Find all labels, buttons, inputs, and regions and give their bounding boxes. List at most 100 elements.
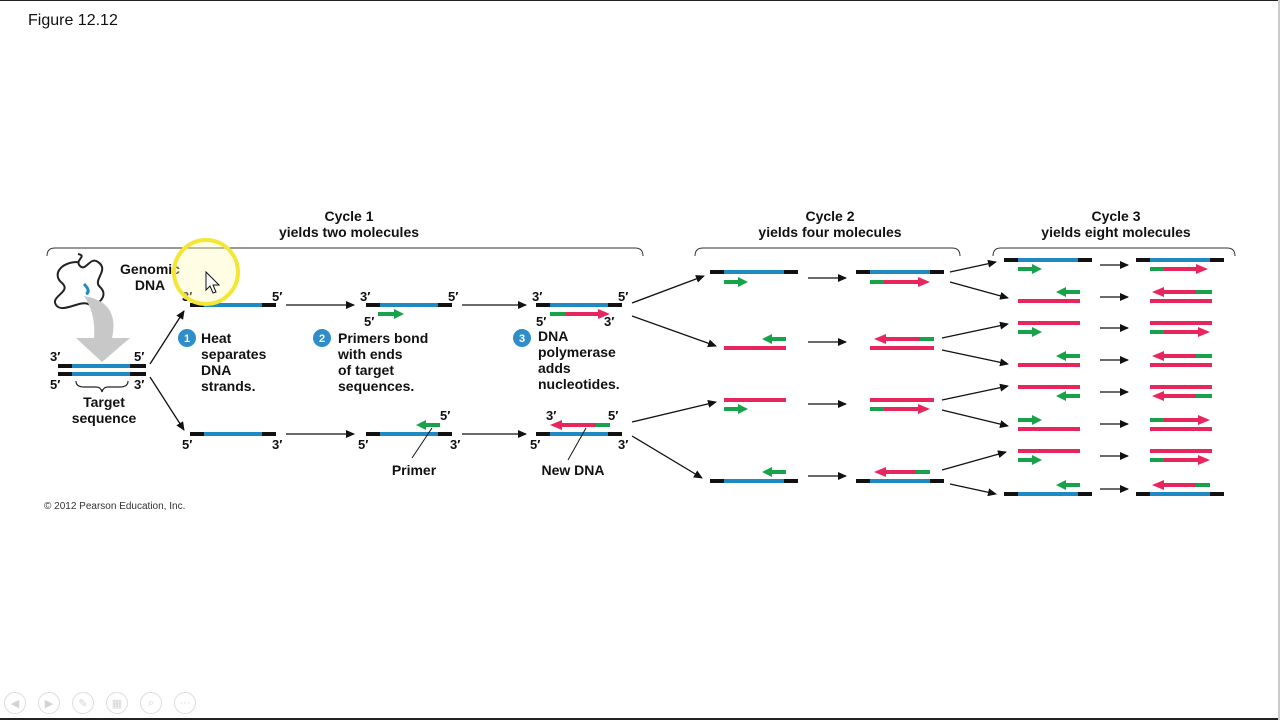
step-2-callout: 2 Primers bond with ends of target seque… xyxy=(313,329,428,394)
slideshow-toolbar: ◀ ▶ ✎ ▦ ⌕ ··· xyxy=(4,692,196,716)
target-label-line1: Target xyxy=(83,394,125,410)
step-1-line: DNA xyxy=(201,362,231,378)
end-label: 3′ xyxy=(450,437,460,452)
primer-label: Primer xyxy=(392,462,437,478)
step-1-line: strands. xyxy=(201,378,255,394)
frame-top-border xyxy=(0,0,1280,1)
cycle-1-heading: Cycle 1 yields two molecules xyxy=(279,208,419,240)
cycle3-product xyxy=(1150,385,1212,401)
zoom-arrow-icon xyxy=(76,296,130,362)
cycle2-product xyxy=(856,270,944,287)
flow-arrow xyxy=(949,483,997,497)
genomic-label-line1: Genomic xyxy=(120,261,180,277)
end-label: 5′ xyxy=(536,314,546,329)
target-brace xyxy=(75,380,129,393)
cycle3-molecule xyxy=(1018,287,1080,303)
cycle3-molecule xyxy=(1018,415,1080,431)
step-3-line: polymerase xyxy=(538,344,616,360)
step-1-line: separates xyxy=(201,346,267,362)
primer-pointer xyxy=(411,427,433,459)
more-options-button[interactable]: ··· xyxy=(174,692,196,714)
cycle2-molecule xyxy=(710,467,798,483)
cycle2-product xyxy=(870,398,934,414)
step-2-line: of target xyxy=(338,362,394,378)
frame-right-border xyxy=(1278,0,1280,720)
flow-arrow xyxy=(149,376,185,431)
step-2-line: Primers bond xyxy=(338,330,428,346)
end-label: 5′ xyxy=(530,437,540,452)
target-label-line2: sequence xyxy=(72,410,137,426)
step-1-number: 1 xyxy=(184,333,190,345)
cycle2-product xyxy=(870,334,934,350)
genomic-label-line2: DNA xyxy=(135,277,165,293)
end-label: 5′ xyxy=(272,289,282,304)
cycle-3-subtitle: yields eight molecules xyxy=(1041,224,1191,240)
cycle2-product xyxy=(856,467,944,483)
flow-arrow xyxy=(949,281,1009,300)
end-label: 3′ xyxy=(532,289,542,304)
step-3-callout: 3 DNA polymerase adds nucleotides. xyxy=(513,328,620,392)
flow-arrow xyxy=(941,383,1009,401)
frame-bottom-border xyxy=(0,718,1280,720)
flow-arrow xyxy=(631,275,705,304)
end-label: 3′ xyxy=(546,408,556,423)
step-2-line: with ends xyxy=(337,346,403,362)
flow-arrow xyxy=(941,450,1007,471)
cycle3-molecule xyxy=(1018,385,1080,401)
previous-slide-button[interactable]: ◀ xyxy=(4,692,26,714)
end-label: 5′ xyxy=(50,377,60,392)
cycle-2-subtitle: yields four molecules xyxy=(758,224,901,240)
cycle3-product xyxy=(1150,321,1212,337)
end-label: 5′ xyxy=(134,349,144,364)
end-label: 3′ xyxy=(360,289,370,304)
step-1-callout: 1 Heat separates DNA strands. xyxy=(178,329,267,394)
end-label: 3′ xyxy=(50,349,60,364)
step-3-number: 3 xyxy=(519,333,525,345)
end-label: 5′ xyxy=(440,408,450,423)
cycle3-molecule xyxy=(1018,449,1080,465)
new-dna-pointer xyxy=(567,427,587,461)
step2-top-strand xyxy=(366,303,452,319)
step-2-number: 2 xyxy=(319,333,325,345)
new-dna-label: New DNA xyxy=(541,462,604,478)
step-3-line: nucleotides. xyxy=(538,376,620,392)
flow-arrow xyxy=(941,349,1009,367)
step-3-line: DNA xyxy=(538,328,568,344)
step-1-line: Heat xyxy=(201,330,232,346)
flow-arrow xyxy=(631,315,717,348)
flow-arrow xyxy=(631,435,703,479)
cycle3-product xyxy=(1150,449,1212,465)
see-all-slides-button[interactable]: ▦ xyxy=(106,692,128,714)
cycle3-molecule xyxy=(1018,321,1080,337)
end-label: 3′ xyxy=(618,437,628,452)
end-label: 5′ xyxy=(182,437,192,452)
step3-top-strand xyxy=(536,303,622,319)
cycle-3-heading: Cycle 3 yields eight molecules xyxy=(1041,208,1191,240)
end-label: 5′ xyxy=(448,289,458,304)
figure-label: Figure 12.12 xyxy=(28,12,118,29)
cycle2-molecule xyxy=(724,398,786,414)
flow-arrow xyxy=(149,310,185,365)
cycle-2-title: Cycle 2 xyxy=(805,208,854,224)
cycle2-molecule xyxy=(724,334,786,350)
cycle3-product xyxy=(1136,258,1224,274)
flow-arrow xyxy=(941,409,1009,429)
cycle-3-title: Cycle 3 xyxy=(1091,208,1140,224)
next-slide-button[interactable]: ▶ xyxy=(38,692,60,714)
cycle3-product xyxy=(1150,351,1212,367)
genomic-dna-icon xyxy=(53,253,105,310)
cycle3-product xyxy=(1150,415,1212,431)
step3-bottom-strand xyxy=(536,420,622,436)
flow-arrow xyxy=(941,321,1009,339)
end-label: 3′ xyxy=(272,437,282,452)
flow-arrow xyxy=(631,399,717,423)
step-2-line: sequences. xyxy=(338,378,414,394)
end-label: 5′ xyxy=(608,408,618,423)
cycle-3-bracket xyxy=(992,247,1236,257)
step-3-line: adds xyxy=(538,360,571,376)
mouse-cursor-icon xyxy=(205,270,221,294)
pen-tool-button[interactable]: ✎ xyxy=(72,692,94,714)
zoom-button[interactable]: ⌕ xyxy=(140,692,162,714)
cycle3-molecule xyxy=(1018,351,1080,367)
